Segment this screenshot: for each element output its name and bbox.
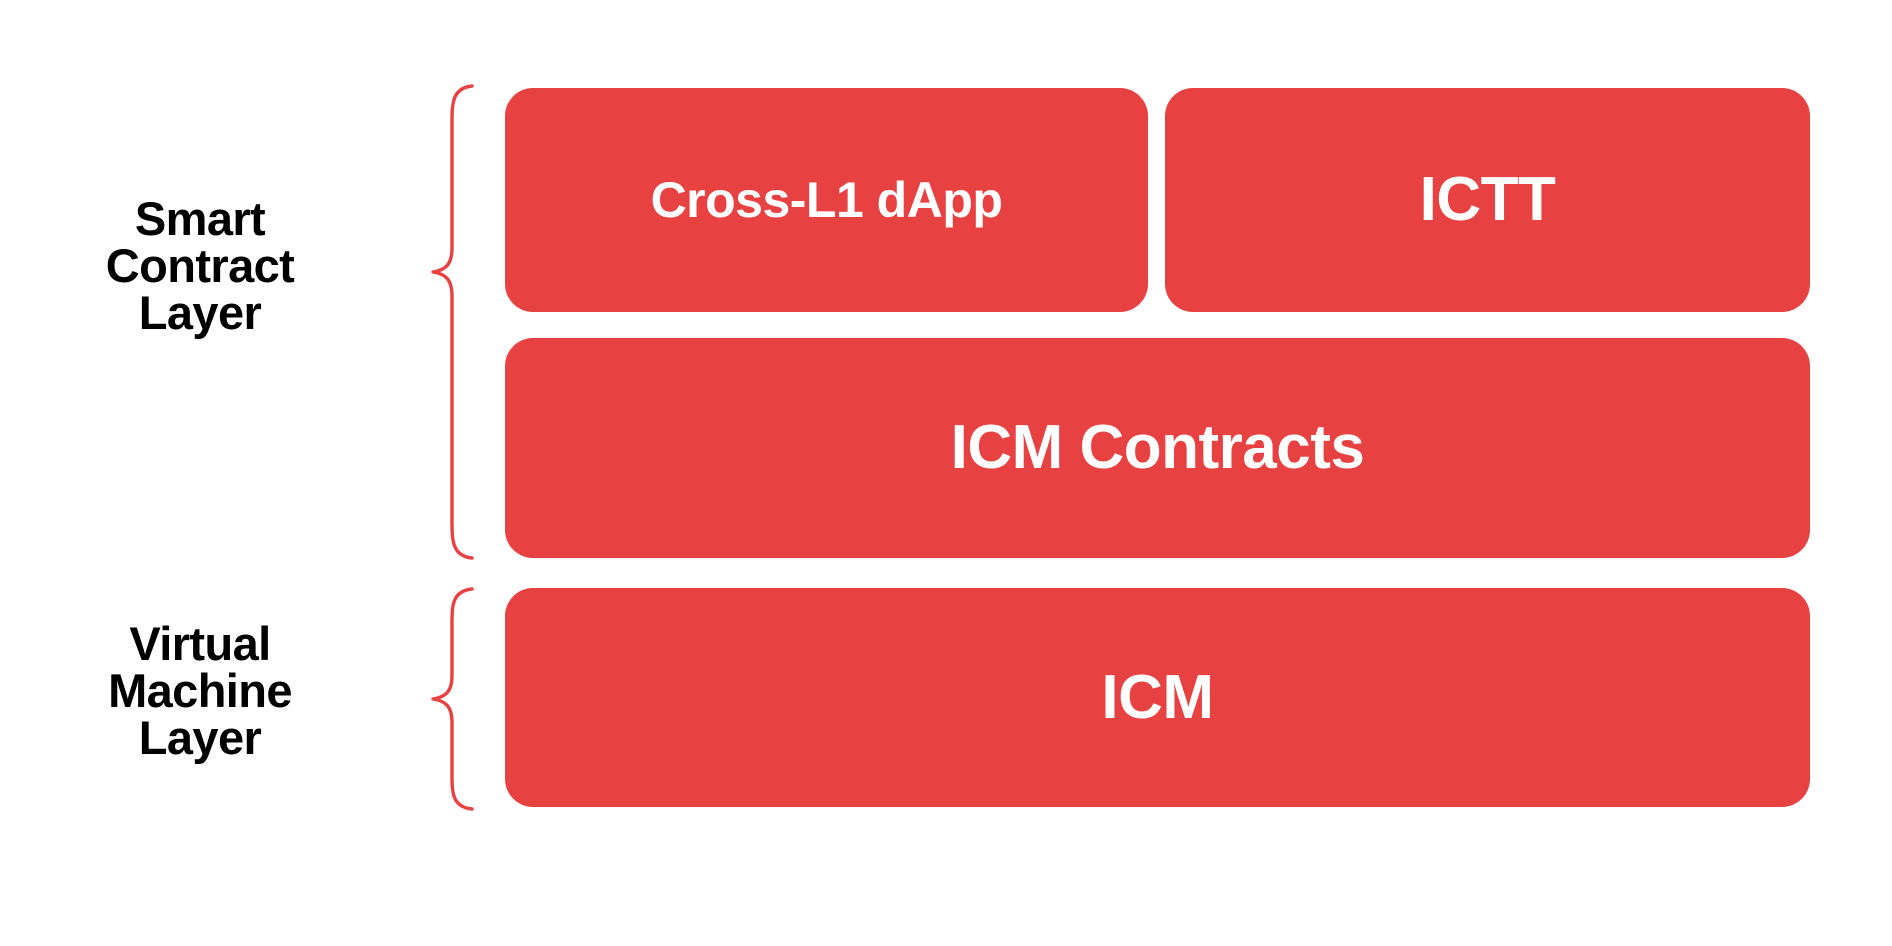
node-box-ictt[interactable]: ICTT (1165, 88, 1810, 312)
group-label-smart-contract-layer: Smart Contract Layer (105, 191, 295, 339)
node-label-icm: ICM (1101, 662, 1214, 732)
node-box-cross-l1-dapp[interactable]: Cross-L1 dApp (505, 88, 1148, 312)
curly-brace-icon-virtual-machine-layer (431, 587, 474, 811)
node-box-icm-contracts[interactable]: ICM Contracts (505, 338, 1810, 558)
node-label-icm-contracts: ICM Contracts (950, 413, 1365, 482)
curly-brace-icon-smart-contract-layer (431, 84, 474, 560)
node-box-icm[interactable]: ICM (505, 588, 1810, 807)
node-label-ictt: ICTT (1419, 165, 1556, 234)
group-label-virtual-machine-layer: Virtual Machine Layer (108, 616, 292, 764)
node-label-cross-l1-dapp: Cross-L1 dApp (650, 172, 1003, 228)
